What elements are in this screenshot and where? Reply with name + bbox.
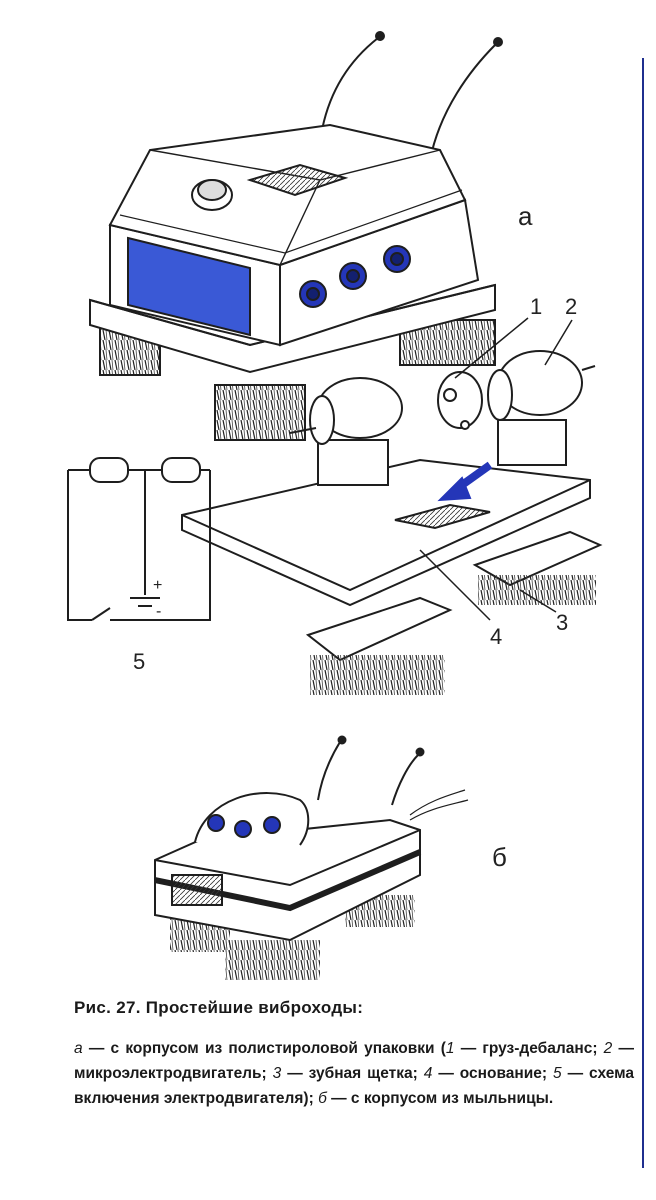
caption-text-5: — схема включения электродвигателя); bbox=[74, 1065, 635, 1107]
caption-text-2: — микроэлектродви­гатель; bbox=[74, 1040, 634, 1082]
caption-item-5: 5 bbox=[553, 1065, 562, 1082]
motor-symbol-1 bbox=[89, 457, 129, 483]
caption-item-3: 3 bbox=[272, 1065, 282, 1082]
brush-right bbox=[472, 530, 603, 605]
label-2: 2 bbox=[565, 294, 577, 319]
caption-body: а — с корпусом из полистироловой упаковк… bbox=[74, 1036, 634, 1111]
brush-bottom bbox=[305, 596, 453, 695]
display-window bbox=[127, 236, 251, 337]
margin-rule bbox=[642, 58, 644, 1168]
grille bbox=[171, 874, 223, 906]
label-minus: - bbox=[156, 603, 161, 620]
plate-hatch bbox=[394, 503, 491, 530]
caption-b-text: — с корпусом из мыльницы. bbox=[326, 1090, 554, 1107]
label-b: б bbox=[492, 842, 507, 872]
circuit-diagram bbox=[67, 457, 211, 621]
motor-left bbox=[289, 377, 403, 486]
label-1: 1 bbox=[530, 294, 542, 319]
label-4: 4 bbox=[490, 624, 502, 649]
label-5: 5 bbox=[133, 649, 145, 674]
label-plus: + bbox=[153, 577, 162, 594]
caption-b-letter: б bbox=[318, 1090, 327, 1107]
eccentric-weight bbox=[437, 371, 483, 430]
figure-caption: Рис. 27. Простейшие виброходы: а — с кор… bbox=[74, 998, 634, 1111]
vibrobots-illustration: а 1 2 3 4 5 + - б bbox=[67, 31, 603, 980]
top-hatch bbox=[246, 163, 349, 197]
antenna-left bbox=[321, 37, 379, 131]
caption-a-letter: а bbox=[74, 1040, 83, 1057]
label-a: а bbox=[518, 201, 533, 231]
motor-right bbox=[487, 350, 596, 466]
dome bbox=[194, 792, 310, 846]
antenna-right bbox=[429, 43, 497, 161]
robot-b bbox=[154, 735, 469, 980]
caption-title: Рис. 27. Простейшие виброходы: bbox=[74, 998, 364, 1017]
brush-front bbox=[214, 384, 306, 441]
exploded-parts bbox=[181, 317, 603, 695]
motor-symbol-2 bbox=[161, 457, 201, 483]
robot-a bbox=[89, 31, 503, 441]
caption-item-1: 1 bbox=[445, 1040, 455, 1057]
label-3: 3 bbox=[556, 610, 568, 635]
base-plate bbox=[181, 458, 591, 607]
caption-text-4: — основание; bbox=[432, 1065, 554, 1082]
caption-item-2: 2 bbox=[603, 1040, 613, 1057]
caption-a-text: — с корпусом из полистироловой упаковки … bbox=[82, 1040, 446, 1057]
caption-item-4: 4 bbox=[423, 1065, 433, 1082]
caption-text-1: — груз-дебаланс; bbox=[454, 1040, 604, 1057]
antenna-b-left bbox=[317, 741, 341, 801]
caption-text-3: — зубная щетка; bbox=[281, 1065, 424, 1082]
antenna-b-right bbox=[391, 754, 419, 806]
